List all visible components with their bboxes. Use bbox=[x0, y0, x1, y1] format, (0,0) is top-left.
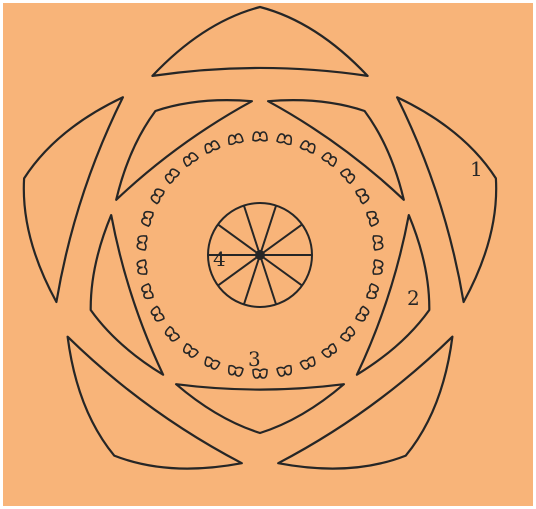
stamen bbox=[164, 326, 180, 342]
label-ovary: 4 bbox=[213, 247, 226, 271]
stamen bbox=[340, 167, 356, 183]
stamen bbox=[150, 306, 165, 323]
stamen bbox=[300, 356, 316, 370]
stamen bbox=[182, 343, 198, 358]
stamen bbox=[355, 187, 370, 204]
stamen bbox=[141, 210, 154, 226]
stamen bbox=[137, 260, 147, 275]
stamen bbox=[204, 356, 220, 370]
stamen bbox=[277, 133, 293, 145]
sepal bbox=[397, 97, 496, 302]
carpel-septum bbox=[260, 255, 276, 305]
stamen bbox=[150, 187, 165, 204]
stamen bbox=[228, 365, 244, 377]
carpel-septum bbox=[260, 224, 302, 255]
sepal bbox=[24, 97, 123, 302]
carpel-septum bbox=[244, 206, 260, 256]
sepal bbox=[152, 7, 367, 76]
stamen bbox=[322, 151, 338, 166]
stamen bbox=[182, 151, 198, 166]
stamen bbox=[141, 284, 154, 300]
stamen bbox=[366, 284, 379, 300]
stamen bbox=[204, 140, 220, 154]
ovary-center bbox=[256, 251, 264, 259]
label-stamen: 3 bbox=[248, 347, 261, 371]
label-sepal: 1 bbox=[470, 157, 483, 181]
stamen bbox=[322, 343, 338, 358]
stamen bbox=[373, 235, 383, 250]
stamen bbox=[228, 133, 244, 145]
stamen bbox=[137, 235, 147, 250]
stamen bbox=[164, 167, 180, 183]
label-petal: 2 bbox=[407, 286, 420, 310]
stamen bbox=[340, 326, 356, 342]
carpel-septum bbox=[260, 255, 302, 286]
carpel-septum bbox=[244, 255, 260, 305]
carpel-septum bbox=[260, 206, 276, 256]
petal bbox=[268, 100, 404, 200]
stamen bbox=[300, 140, 316, 154]
stamen bbox=[355, 306, 370, 323]
petal bbox=[116, 100, 252, 200]
stamen bbox=[277, 365, 293, 377]
stamen bbox=[373, 260, 383, 275]
sepal-whorl bbox=[24, 7, 496, 469]
stamen bbox=[253, 132, 267, 141]
stamen bbox=[366, 210, 379, 226]
petal bbox=[176, 384, 344, 433]
